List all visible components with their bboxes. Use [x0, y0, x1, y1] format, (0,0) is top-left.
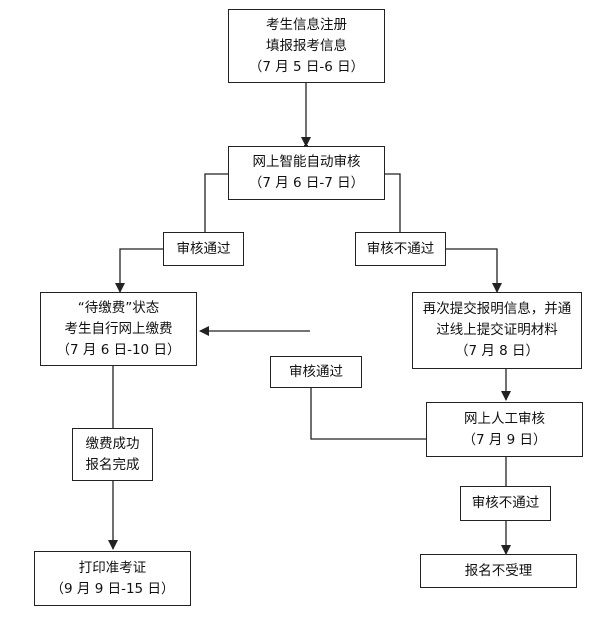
node-pending-payment-line-2: 考生自行网上缴费	[64, 320, 173, 337]
node-register-line-1: 考生信息注册	[266, 16, 347, 33]
node-manual-review-line-2: （7 月 9 日）	[462, 431, 547, 448]
node-pending-payment-line-1: “待缴费”状态	[77, 299, 160, 316]
arrow-fail-to-resubmit	[446, 248, 502, 293]
connector-manual-review-to-pass	[310, 388, 426, 440]
node-register-line-3: （7 月 5 日-6 日）	[248, 58, 365, 75]
arrow-pass-to-pending-payment	[115, 248, 163, 293]
node-resubmit-line-3: （7 月 8 日）	[454, 343, 540, 359]
connector-auto-review-to-fail	[384, 173, 401, 232]
node-manual-review: 网上人工审核 （7 月 9 日）	[426, 402, 583, 457]
node-pass-middle-label: 审核通过	[289, 363, 343, 380]
node-pending-payment: “待缴费”状态 考生自行网上缴费 （7 月 6 日-10 日）	[40, 292, 197, 366]
node-print-ticket: 打印准考证 （9 月 9 日-15 日）	[34, 551, 191, 606]
node-auto-review: 网上智能自动审核 （7 月 6 日-7 日）	[228, 146, 385, 200]
node-auto-review-line-1: 网上智能自动审核	[252, 154, 361, 170]
node-fail-right: 审核不通过	[355, 232, 446, 266]
node-pass-left: 审核通过	[163, 232, 244, 266]
node-register: 考生信息注册 填报报考信息 （7 月 5 日-6 日）	[228, 9, 385, 83]
connector-auto-review-to-pass	[204, 173, 228, 232]
node-payment-done: 缴费成功 报名完成	[72, 428, 153, 481]
node-payment-done-line-1: 缴费成功	[85, 435, 140, 452]
node-register-line-2: 填报报考信息	[266, 37, 347, 54]
node-rejected-label: 报名不受理	[464, 562, 533, 579]
node-resubmit: 再次提交报明信息，并通 过线上提交证明材料 （7 月 8 日）	[412, 292, 582, 369]
node-fail-right-label: 审核不通过	[366, 240, 435, 257]
node-pass-left-label: 审核通过	[176, 240, 231, 257]
node-rejected: 报名不受理	[420, 554, 577, 588]
node-payment-done-line-2: 报名完成	[85, 456, 140, 473]
node-print-ticket-line-1: 打印准考证	[78, 559, 147, 576]
node-fail-bottom-label: 审核不通过	[471, 495, 540, 511]
node-fail-bottom: 审核不通过	[460, 486, 551, 521]
node-resubmit-line-1: 再次提交报明信息，并通	[422, 301, 572, 317]
node-pending-payment-line-3: （7 月 6 日-10 日）	[56, 341, 181, 358]
node-resubmit-line-2: 过线上提交证明材料	[436, 322, 558, 338]
node-manual-review-line-1: 网上人工审核	[464, 410, 545, 427]
node-print-ticket-line-2: （9 月 9 日-15 日）	[50, 580, 175, 597]
node-auto-review-line-2: （7 月 6 日-7 日）	[248, 175, 365, 191]
node-pass-middle: 审核通过	[270, 356, 362, 388]
